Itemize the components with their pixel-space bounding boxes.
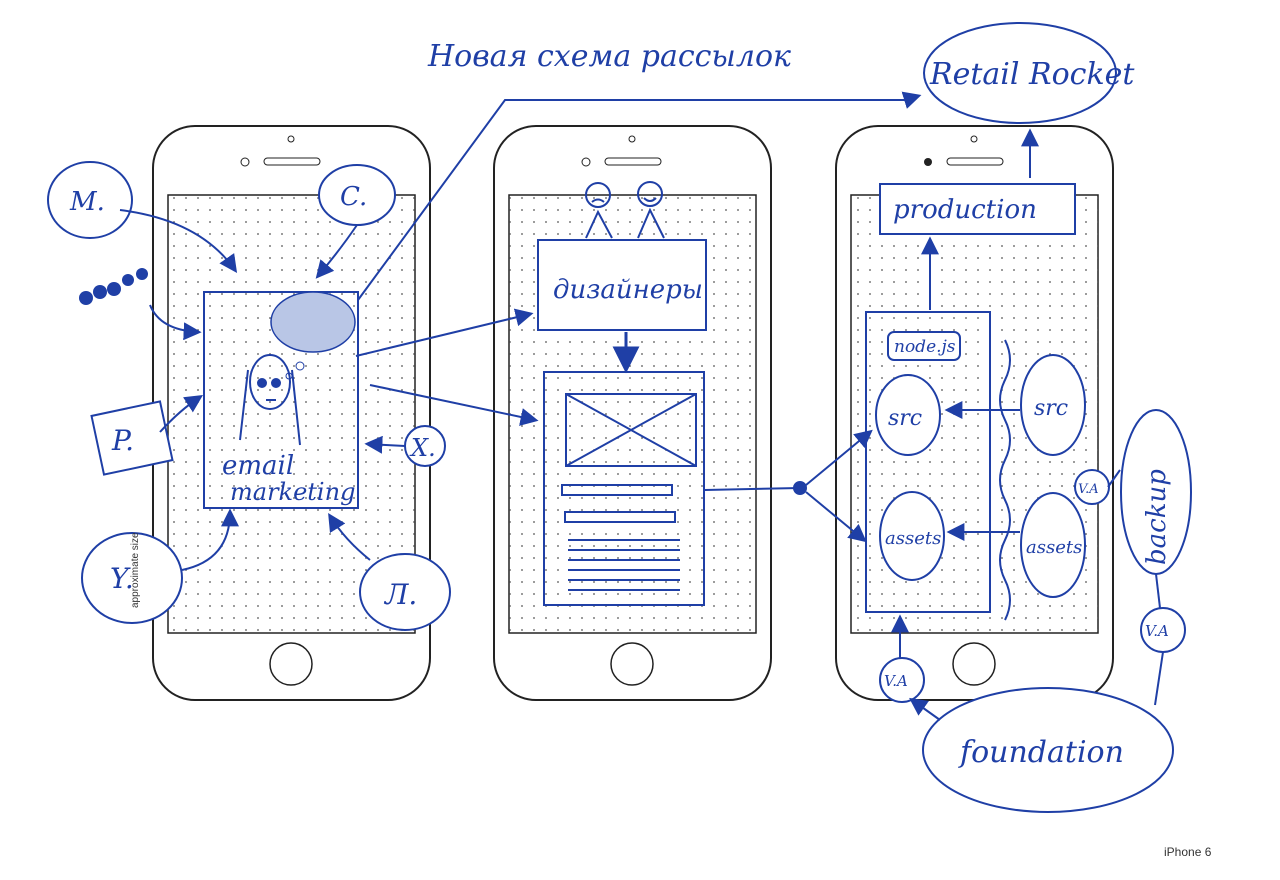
bubble-l: Л. [359,553,451,631]
production-label: production [893,195,1037,225]
src-label: src [888,406,922,431]
svg-text:V.A: V.A [884,672,908,690]
bubble-x: X. [404,425,446,467]
phone-3: production node.js src assets src assets… [835,125,1114,701]
box-p: P. [90,400,174,476]
retail-rocket-node: Retail Rocket [923,22,1135,124]
person-face-icon [239,354,301,446]
email-marketing-line1: email [222,451,294,481]
backup-node: backup [1120,409,1192,575]
designers-board [537,239,707,331]
bubble-c: C. [318,164,396,226]
phone1-arrows [119,209,406,571]
phone-2: дизайнеры [493,125,772,701]
svg-text:Y.: Y. [110,562,134,595]
va-bottom-node: V.A [879,657,925,703]
svg-text:P.: P. [111,424,134,457]
foundation-node: foundation [922,687,1174,813]
foundation-connectors [891,469,1164,721]
blurred-avatar [270,291,356,353]
footer-device-label: iPhone 6 [1164,845,1212,859]
designer-happy-icon [637,181,665,239]
production-box [879,183,1076,235]
va-right-node: V.A [1140,607,1186,653]
va-badge: V.A [1078,482,1099,497]
svg-text:X.: X. [409,434,436,462]
assets-right-label: assets [1026,537,1082,558]
connector-arrows [355,91,922,543]
email-marketing-line2: marketing [230,478,355,506]
svg-text:M.: M. [69,187,105,217]
svg-text:Л.: Л. [383,578,417,611]
backup-label: backup [1142,469,1172,565]
dots-cluster-icon [79,268,148,305]
retail-rocket-label: Retail Rocket [929,57,1135,92]
diagram-title: Новая схема рассылок [427,39,791,74]
assets-label: assets [885,528,941,549]
designer-sad-icon [585,182,613,239]
approximate-size-label: approximate size [130,532,141,608]
src-right-label: src [1034,396,1068,421]
email-template-wireframe [543,371,705,606]
node-container [865,311,991,613]
bubble-y: Y. [81,532,183,624]
node-label: node.js [894,337,956,357]
wavy-line [999,339,1011,621]
svg-text:V.A: V.A [1145,622,1169,640]
svg-text:C.: C. [340,182,367,212]
foundation-label: foundation [958,735,1124,770]
designers-label: дизайнеры [553,275,703,305]
bubble-m: M. [47,161,133,239]
